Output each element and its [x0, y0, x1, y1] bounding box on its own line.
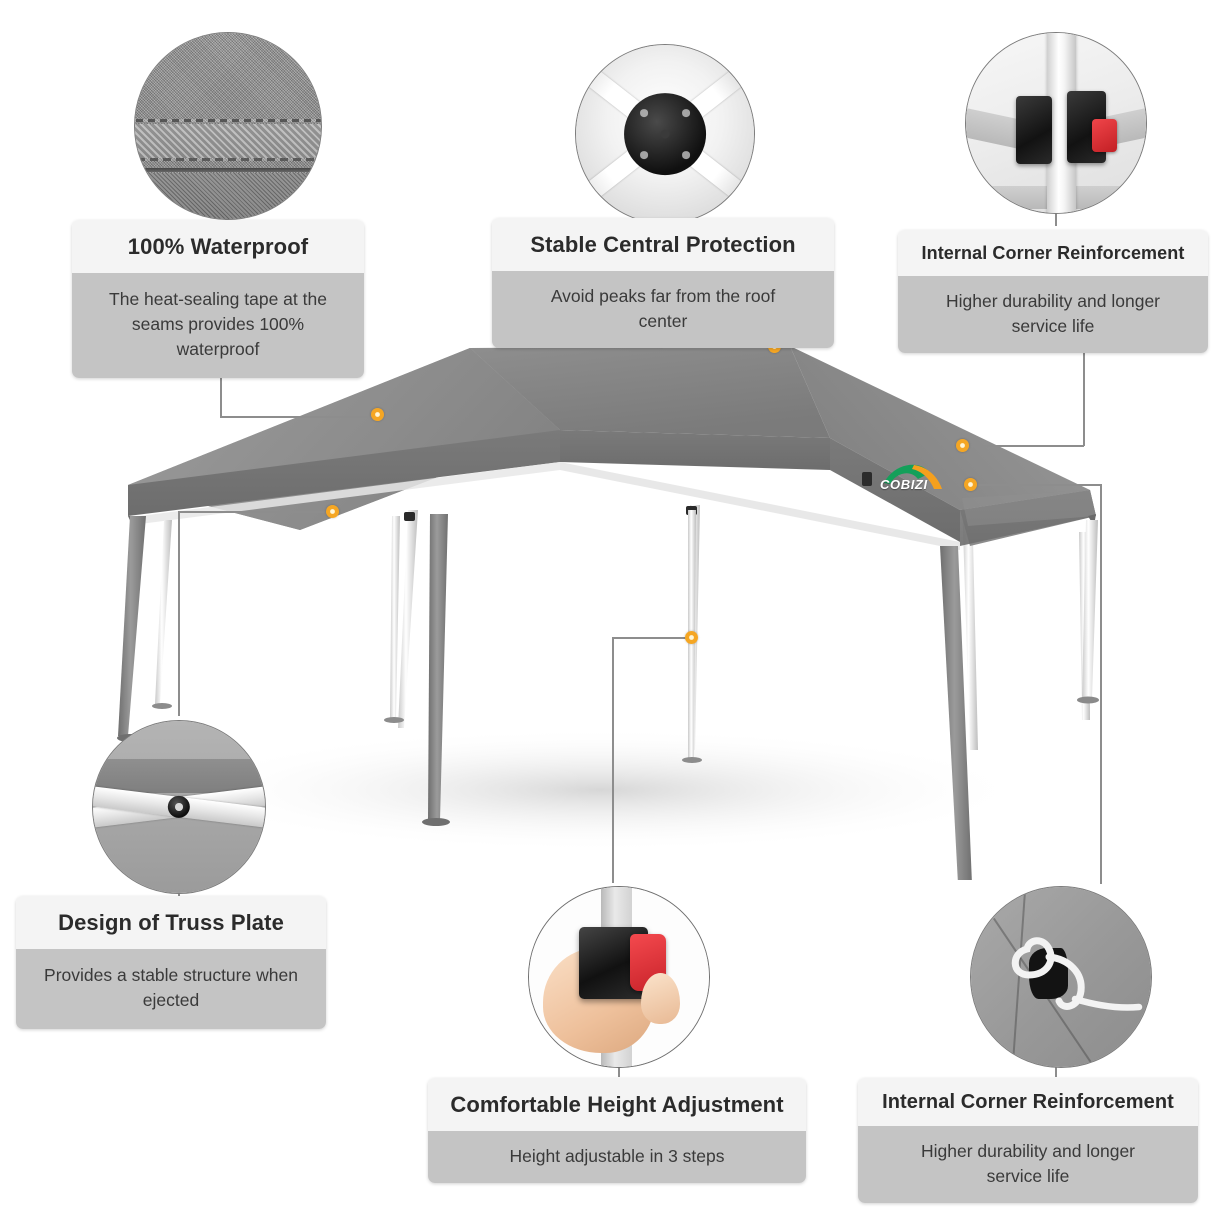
central-hub-closeup-inset	[575, 44, 755, 224]
canopy-band	[93, 758, 265, 794]
marker-leg-center	[685, 631, 698, 644]
callout-waterproof[interactable]: 100% Waterproof The heat-sealing tape at…	[72, 220, 364, 378]
callout-height-body: Height adjustable in 3 steps	[428, 1131, 806, 1183]
callout-corner-bottom-body: Higher durability and longer service lif…	[858, 1126, 1198, 1203]
truss-plate-closeup-inset	[92, 720, 266, 894]
callout-truss-plate[interactable]: Design of Truss Plate Provides a stable …	[16, 896, 326, 1029]
connector-truss-h	[178, 511, 334, 513]
fabric-seam-closeup-inset	[134, 32, 322, 220]
connector-waterproof-v	[220, 368, 222, 417]
marker-roof-right	[956, 439, 969, 452]
hub-slot-se	[682, 151, 690, 159]
fabric-weave-lower	[135, 172, 321, 219]
hub-slot-sw	[640, 151, 648, 159]
heat-sealing-tape	[135, 124, 321, 158]
central-hub-plate	[624, 93, 706, 175]
marker-eave-right	[964, 478, 977, 491]
connector-corner-top-h	[962, 445, 1084, 447]
connector-truss-stub	[178, 884, 180, 906]
marker-eave-left	[326, 505, 339, 518]
callout-corner-top-body: Higher durability and longer service lif…	[898, 276, 1208, 353]
cobizi-logo: COBIZI	[874, 457, 958, 499]
seam-stitch-lower	[135, 157, 321, 161]
callout-waterproof-title: 100% Waterproof	[72, 220, 364, 273]
connector-corner-bottom-v	[1100, 484, 1102, 884]
corner-bracket-closeup-inset	[965, 32, 1147, 214]
callout-central-body: Avoid peaks far from the roof center	[492, 271, 834, 348]
logo-wordmark: COBIZI	[880, 477, 928, 492]
callout-waterproof-body: The heat-sealing tape at the seams provi…	[72, 273, 364, 378]
callout-height-title: Comfortable Height Adjustment	[428, 1078, 806, 1131]
connector-height-v	[612, 637, 614, 883]
truss-pivot-bolt	[167, 795, 191, 819]
callout-height-adjustment[interactable]: Comfortable Height Adjustment Height adj…	[428, 1078, 806, 1183]
callout-corner-reinforcement-bottom[interactable]: Internal Corner Reinforcement Higher dur…	[858, 1078, 1198, 1203]
connector-truss-up	[178, 688, 180, 716]
bracket-release-button	[1092, 119, 1118, 152]
seam-edge-line	[135, 167, 321, 172]
callout-corner-bottom-title: Internal Corner Reinforcement	[858, 1078, 1198, 1126]
rope-corner-closeup-inset	[970, 886, 1152, 1068]
connector-corner-bottom-h	[970, 484, 1101, 486]
canopy-tent-illustration	[117, 346, 1099, 880]
callout-central-title: Stable Central Protection	[492, 218, 834, 271]
hand-height-adjust-closeup-inset	[528, 886, 710, 1068]
callout-corner-reinforcement-top[interactable]: Internal Corner Reinforcement Higher dur…	[898, 230, 1208, 353]
connector-truss-v	[178, 511, 180, 689]
connector-corner-top-v	[1083, 340, 1085, 446]
callout-central-protection[interactable]: Stable Central Protection Avoid peaks fa…	[492, 218, 834, 348]
guy-rope	[1011, 937, 1143, 1011]
hand-thumb	[640, 973, 681, 1024]
callout-truss-body: Provides a stable structure when ejected	[16, 949, 326, 1029]
marker-roof-left	[371, 408, 384, 421]
callout-corner-top-title: Internal Corner Reinforcement	[898, 230, 1208, 276]
connector-waterproof-h	[220, 416, 380, 418]
hub-slot-ne	[682, 109, 690, 117]
connector-height-h	[612, 637, 692, 639]
seam-stitch-upper	[135, 118, 321, 122]
hub-slot-nw	[640, 109, 648, 117]
callout-truss-title: Design of Truss Plate	[16, 896, 326, 949]
corner-bracket-left	[1016, 96, 1053, 165]
